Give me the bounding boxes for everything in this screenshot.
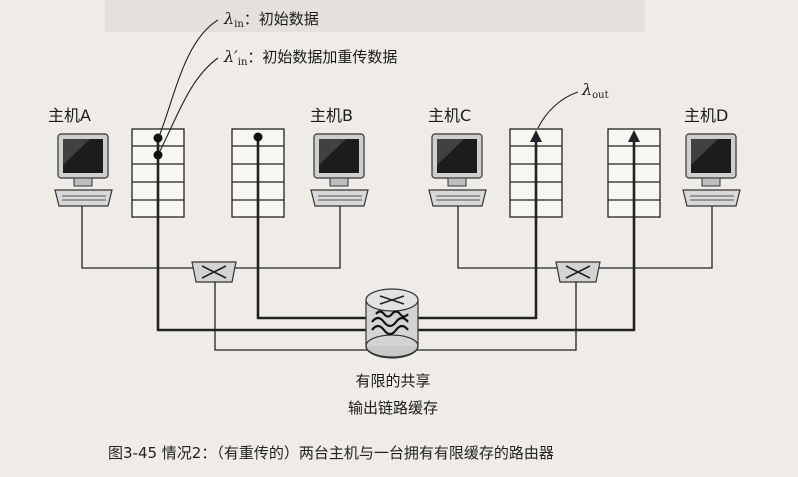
lambda-out-subscript: out <box>592 90 609 101</box>
lambda-in-subscript: in <box>234 19 244 30</box>
legend-lambda-in-prime: λ′in：初始数据加重传数据 <box>224 46 397 68</box>
lambda-in-prime-dot <box>153 150 163 160</box>
arrow-c-icon <box>530 130 542 142</box>
computer-c-icon <box>428 133 487 207</box>
legend-leader-out <box>537 91 579 129</box>
legend-lambda-out: λout <box>582 80 609 101</box>
lambda-in-prime-subscript: in <box>237 57 248 68</box>
host-d-label: 主机D <box>684 106 729 125</box>
host-c-label: 主机C <box>428 106 472 125</box>
lambda-in-description: ：初始数据 <box>243 10 319 28</box>
switch-left-icon <box>191 261 237 283</box>
shared-buffer-label-line1: 有限的共享 <box>355 372 431 390</box>
router-icon <box>365 288 419 359</box>
host-b-label: 主机B <box>310 106 353 125</box>
background-shadow <box>105 0 645 32</box>
shared-buffer-label: 有限的共享 输出链路缓存 <box>334 370 452 418</box>
flow-lines <box>156 135 636 332</box>
computer-a-icon <box>54 133 113 207</box>
lambda-in-dot <box>153 133 163 143</box>
lambda-in-prime-description: ：初始数据加重传数据 <box>247 48 398 66</box>
shared-buffer-label-line2: 输出链路缓存 <box>347 399 438 417</box>
host-a-label: 主机A <box>48 106 91 125</box>
computer-d-icon <box>682 133 741 207</box>
switch-right-icon <box>555 261 601 283</box>
figure-caption: 图3-45 情况2：（有重传的）两台主机与一台拥有有限缓存的路由器 <box>108 444 554 462</box>
host-b-dot <box>253 132 263 142</box>
arrow-d-icon <box>628 130 640 142</box>
computer-b-icon <box>310 133 369 207</box>
legend-leader-in-prime <box>159 57 219 152</box>
legend-lambda-in: λin：初始数据 <box>224 8 319 30</box>
lambda-in-prime-symbol: λ′ <box>224 47 238 66</box>
shared-buffer-icon <box>371 310 409 336</box>
lambda-in-symbol: λ <box>224 9 235 28</box>
legend-leader-in <box>159 19 219 135</box>
lambda-out-symbol: λ <box>582 80 593 99</box>
